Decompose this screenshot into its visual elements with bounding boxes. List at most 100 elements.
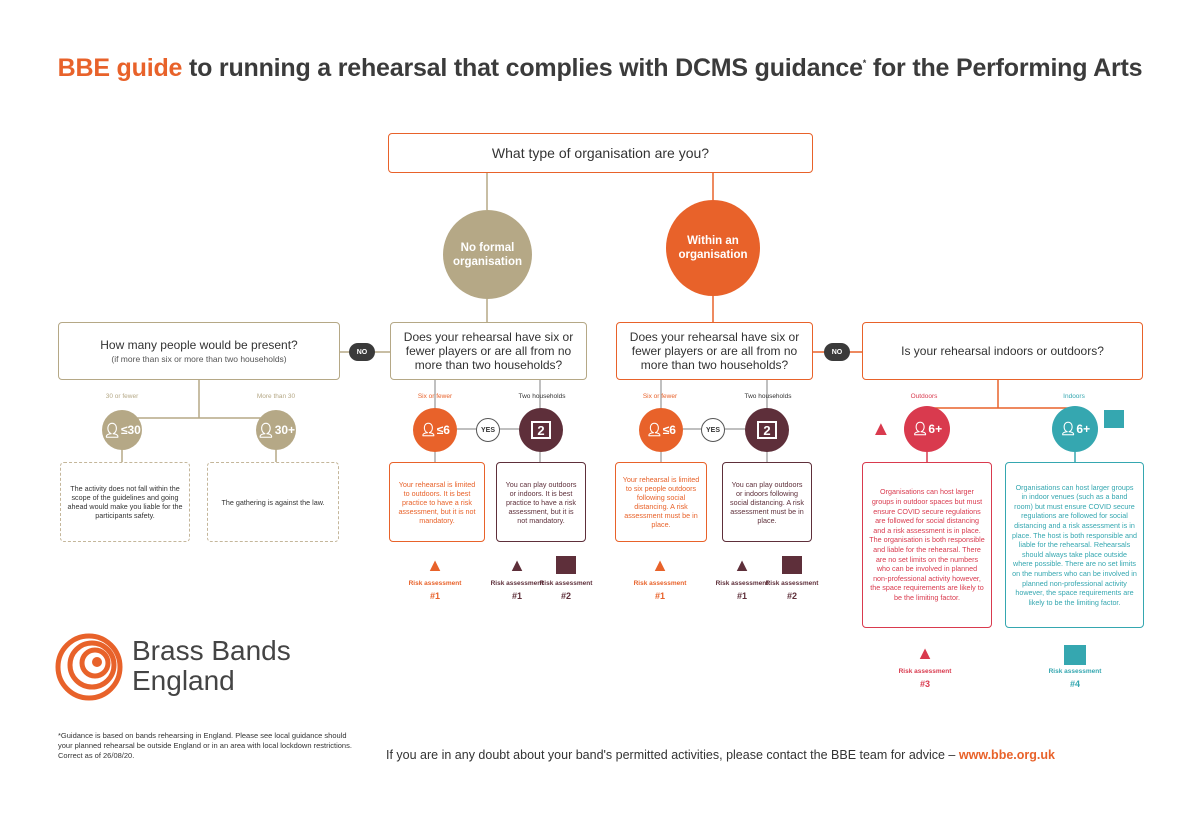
ra-label: Risk assessment	[633, 580, 687, 587]
logo-line-1: Brass Bands	[132, 635, 291, 666]
ra1-a2: Risk assessment #1	[487, 580, 547, 601]
le6-circle-a: 👤︎≤6	[413, 408, 457, 452]
house-icon-ra4	[1064, 645, 1086, 665]
six-or-fewer-question-b: Does your rehearsal have six or fewer pl…	[616, 322, 813, 380]
note-outdoors: Organisations can host larger groups in …	[862, 462, 992, 628]
tree-person-icon: ▲	[871, 418, 891, 440]
contact-line: If you are in any doubt about your band'…	[386, 748, 1156, 762]
bbe-logo-icon	[55, 633, 123, 701]
house-icon: 2	[757, 421, 777, 439]
note-six-or-fewer-b: Your rehearsal is limited to six people …	[615, 462, 707, 542]
tree-icon-ra1-a: ▲	[426, 555, 444, 575]
label-six-or-fewer-a: Six or fewer	[417, 393, 453, 400]
title-brand: BBE guide	[57, 54, 183, 82]
person-icon: 👤︎	[256, 421, 275, 438]
contact-text: If you are in any doubt about your band'…	[386, 748, 956, 762]
ra-number: #1	[429, 591, 440, 601]
six-question-a-text: Does your rehearsal have six or fewer pl…	[403, 330, 574, 372]
ra-number: #1	[511, 591, 522, 601]
ra3: Risk assessment #3	[895, 668, 955, 689]
how-many-sub: (if more than six or more than two house…	[111, 354, 287, 364]
tree-icon-ra1-a2: ▲	[508, 555, 526, 575]
how-many-box: How many people would be present? (if mo…	[58, 322, 340, 380]
logo-line-2: England	[132, 665, 235, 696]
le6-value-a: ≤6	[436, 423, 450, 437]
ra-label: Risk assessment	[765, 580, 819, 587]
note-30-or-fewer: The activity does not fall within the sc…	[60, 462, 190, 542]
title-main: to running a rehearsal that complies wit…	[188, 54, 863, 82]
person-icon: 👤︎	[646, 422, 663, 437]
ra-number: #3	[919, 679, 930, 689]
ra2-b: Risk assessment #2	[762, 580, 822, 601]
ra-label: Risk assessment	[898, 668, 952, 675]
ra-number: #2	[560, 591, 571, 601]
ra-number: #1	[654, 591, 665, 601]
title-mark: *	[862, 58, 867, 68]
ra4: Risk assessment #4	[1045, 668, 1105, 689]
note-two-households-b: You can play outdoors or indoors followi…	[722, 462, 812, 542]
ra-number: #4	[1069, 679, 1080, 689]
note-more-than-30: The gathering is against the law.	[207, 462, 339, 542]
no-pill-right: NO	[824, 343, 850, 361]
how-many-question: How many people would be present?	[100, 338, 298, 352]
ra-label: Risk assessment	[715, 580, 769, 587]
two-households-circle-a: 2	[519, 408, 563, 452]
le6-circle-b: 👤︎≤6	[639, 408, 683, 452]
house-icon-indoors	[1104, 410, 1124, 428]
label-indoors: Indoors	[1063, 393, 1085, 400]
ra-number: #2	[786, 591, 797, 601]
six-question-b-text: Does your rehearsal have six or fewer pl…	[629, 330, 800, 372]
6plus-value-outdoors: 6+	[928, 422, 943, 436]
label-outdoors: Outdoors	[910, 393, 938, 400]
person-icon: 👤︎	[103, 421, 121, 438]
30plus-circle: 👤︎30+	[256, 410, 296, 450]
label-two-households-a: Two households	[518, 393, 566, 400]
page-title: BBE guide to running a rehearsal that co…	[0, 54, 1200, 83]
note-six-or-fewer-a: Your rehearsal is limited to outdoors. I…	[389, 462, 485, 542]
no-formal-label: No formal organisation	[452, 241, 522, 268]
six-or-fewer-question-a: Does your rehearsal have six or fewer pl…	[390, 322, 587, 380]
label-six-or-fewer-b: Six or fewer	[642, 393, 678, 400]
ra2-a: Risk assessment #2	[536, 580, 596, 601]
tree-icon-ra1-b2: ▲	[733, 555, 751, 575]
note-two-households-a: You can play outdoors or indoors. It is …	[496, 462, 586, 542]
no-formal-organisation-circle: No formal organisation	[443, 210, 532, 299]
6plus-circle-indoors: 👤︎6+	[1052, 406, 1098, 452]
person-icon: 👤︎	[420, 422, 437, 437]
ra-label: Risk assessment	[408, 580, 462, 587]
6plus-value-indoors: 6+	[1076, 422, 1091, 436]
house-icon-ra2-a	[556, 556, 576, 574]
two-households-circle-b: 2	[745, 408, 789, 452]
ra-label: Risk assessment	[1048, 668, 1102, 675]
website-link[interactable]: www.bbe.org.uk	[958, 748, 1055, 762]
no-pill-left: NO	[349, 343, 375, 361]
ra-number: #1	[736, 591, 747, 601]
ra1-b2: Risk assessment #1	[712, 580, 772, 601]
ra-label: Risk assessment	[539, 580, 593, 587]
le30-circle: 👤︎≤30	[102, 410, 142, 450]
label-30-or-fewer: 30 or fewer	[105, 393, 139, 400]
tree-icon-ra1-b: ▲	[651, 555, 669, 575]
house-icon: 2	[531, 421, 551, 439]
footnote: *Guidance is based on bands rehearsing i…	[58, 731, 352, 760]
tree-icon-ra3: ▲	[916, 643, 934, 663]
ra1-b: Risk assessment #1	[630, 580, 690, 601]
6plus-circle-outdoors: 👤︎6+	[904, 406, 950, 452]
yes-badge-a: YES	[476, 418, 500, 442]
house-icon-ra2-b	[782, 556, 802, 574]
title-tail: for the Performing Arts	[872, 54, 1143, 82]
label-two-households-b: Two households	[744, 393, 792, 400]
within-label: Within an organisation	[678, 235, 748, 261]
ra1-a: Risk assessment #1	[405, 580, 465, 601]
person-icon: 👤︎	[911, 421, 929, 436]
le30-value: ≤30	[120, 423, 141, 437]
indoors-question: Is your rehearsal indoors or outdoors?	[901, 344, 1104, 358]
30plus-value: 30+	[274, 423, 296, 437]
top-question: What type of organisation are you?	[491, 145, 710, 161]
indoors-question-box: Is your rehearsal indoors or outdoors?	[862, 322, 1143, 380]
yes-badge-b: YES	[701, 418, 725, 442]
note-indoors: Organisations can host larger groups in …	[1005, 462, 1144, 628]
ra-label: Risk assessment	[490, 580, 544, 587]
logo-wordmark: Brass Bands England	[132, 636, 291, 696]
